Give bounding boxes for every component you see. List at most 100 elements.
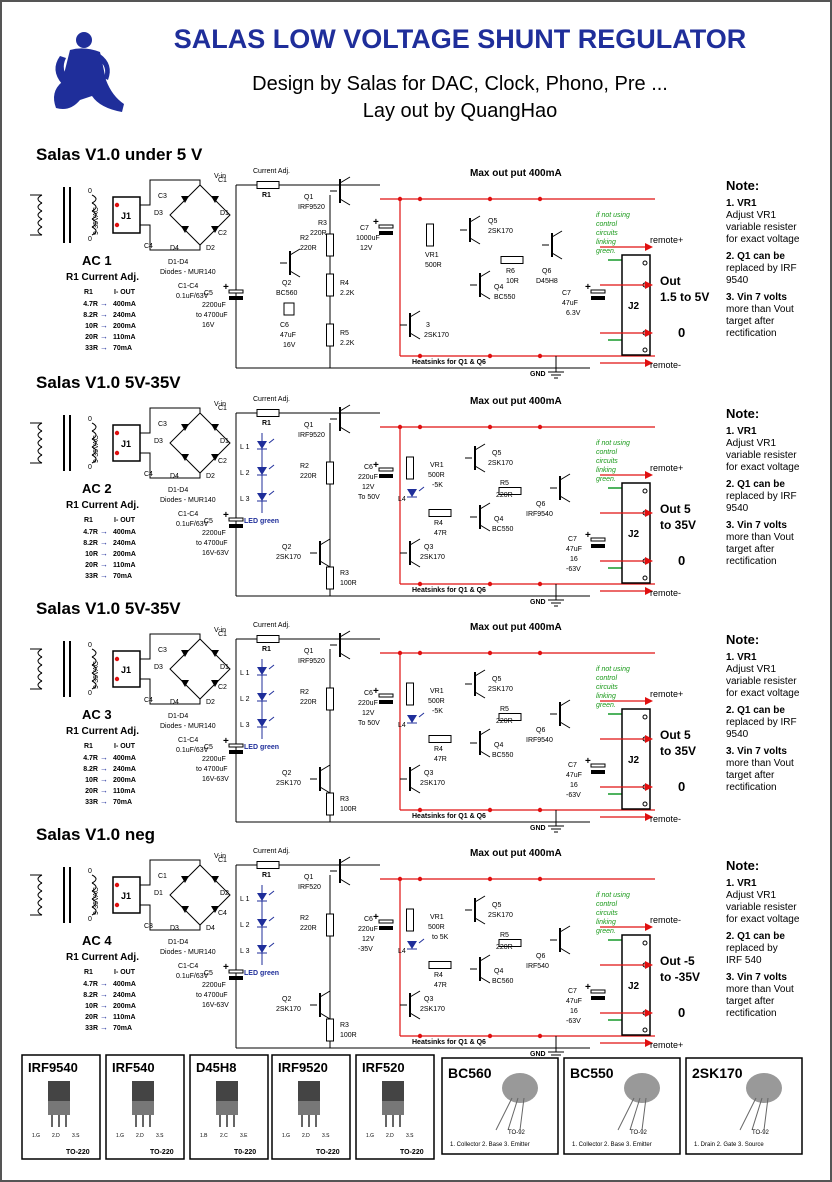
- transformer-coil: [91, 454, 97, 464]
- arrow-icon: →: [100, 310, 108, 319]
- transistor-lead: [339, 856, 351, 864]
- capacitor-plate: [590, 289, 606, 294]
- transistor-lead: [319, 990, 331, 998]
- current-table-iout: 200mA: [113, 1003, 136, 1010]
- current-table-iout: 200mA: [113, 551, 136, 558]
- bjt-q4-icon: [470, 728, 491, 758]
- junction-dot: [487, 1033, 493, 1039]
- resistor-r5: [326, 323, 334, 347]
- transformer-coil: [91, 430, 97, 440]
- note-line: for exact voltage: [726, 462, 800, 473]
- junction-dot: [537, 581, 543, 587]
- capacitor-plate: [591, 296, 605, 300]
- diode-icon: [181, 454, 189, 461]
- label: 2SK170: [420, 1006, 445, 1013]
- label: R5: [500, 480, 509, 487]
- jfet-q3-icon: [400, 538, 421, 568]
- current-table-r1: 20R: [85, 1014, 98, 1021]
- junction-dot: [417, 196, 423, 202]
- max-output-label: Max out put 400mA: [470, 168, 562, 179]
- bjt-q6-icon: [542, 230, 563, 260]
- pin-label: 2.D: [386, 1133, 394, 1139]
- note-line: 1. VR1: [726, 198, 757, 209]
- current-table-iout: 110mA: [113, 788, 136, 795]
- resistor-r4: [428, 961, 452, 969]
- transformer-coil: [37, 226, 43, 236]
- transformer-coil: [91, 648, 97, 658]
- connector-j2-label: J2: [628, 981, 640, 992]
- junction-dot: [487, 424, 493, 430]
- label: BC560: [492, 978, 514, 985]
- diode-icon: [211, 454, 219, 461]
- capacitor-plate: [590, 763, 606, 768]
- current-table-iout: 400mA: [113, 301, 136, 308]
- output-range-label: to -35V: [660, 970, 700, 984]
- label: 2200uF: [202, 302, 226, 309]
- polarity-mark: +: [373, 460, 379, 471]
- heatsinks-note: Heatsinks for Q1 & Q6: [412, 359, 486, 366]
- package-label: TO-220: [150, 1149, 174, 1156]
- label: Q1: [304, 874, 313, 881]
- wire: [140, 633, 201, 660]
- current-table-header: I- OUT: [114, 969, 136, 976]
- transistor-lead: [474, 443, 486, 451]
- junction-dot: [397, 196, 403, 202]
- label: IRF9540: [526, 511, 553, 518]
- label: 12V: [360, 245, 373, 252]
- label: 2SK170: [420, 554, 445, 561]
- note-line: rectification: [726, 556, 777, 567]
- label: 16V: [202, 322, 215, 329]
- transformer-coil: [37, 454, 43, 464]
- current-table-header: I- OUT: [114, 743, 136, 750]
- current-adj-label: Current Adj.: [253, 396, 290, 403]
- polarity-mark: +: [585, 530, 591, 541]
- transistor-lead: [469, 215, 481, 223]
- tap-label: 0: [88, 642, 92, 649]
- note-line: variable resister: [726, 902, 797, 913]
- resistor-r2: [326, 687, 334, 711]
- transformer-vac: 9-35VAC: [93, 207, 100, 235]
- capacitor-c6: +: [373, 686, 394, 704]
- note-line: target after: [726, 770, 775, 781]
- label: 2SK170: [276, 1006, 301, 1013]
- junction-dot: [487, 196, 493, 202]
- label: -5K: [432, 708, 443, 715]
- transistor-lead: [474, 917, 486, 925]
- junction-dot: [417, 1033, 423, 1039]
- remote-plus-label: remote+: [650, 463, 683, 473]
- label: D3: [154, 664, 163, 671]
- label: R4: [434, 972, 443, 979]
- vin-label: V-in: [214, 627, 226, 634]
- to220-tab: [216, 1081, 238, 1103]
- to220-tab: [382, 1081, 404, 1103]
- arrow-icon: [645, 243, 653, 251]
- note-line: 3. Vin 7 volts: [726, 292, 787, 303]
- jfet-q5-icon: [465, 895, 486, 925]
- junction-dot: [417, 876, 423, 882]
- label: 0.1uF/63V: [176, 293, 209, 300]
- connector-j2-label: J2: [628, 755, 640, 766]
- label: Q4: [494, 968, 503, 975]
- to92-lead: [763, 1097, 769, 1131]
- current-table-r1: 4.7R: [83, 755, 98, 762]
- bjt-q2-icon: [280, 248, 301, 278]
- label: 16: [570, 1008, 578, 1015]
- label: C4: [144, 697, 153, 704]
- transistor-lead: [339, 426, 351, 434]
- transformer-coil: [37, 430, 43, 440]
- label: D2: [206, 699, 215, 706]
- label: C1: [218, 857, 227, 864]
- heatsinks-note: Heatsinks for Q1 & Q6: [412, 1039, 486, 1046]
- note-line: IRF 540: [726, 955, 762, 966]
- arrow-icon: →: [100, 775, 108, 784]
- note-line: 9540: [726, 503, 749, 514]
- current-table-iout: 110mA: [113, 334, 136, 341]
- pin-label: 1.G: [32, 1133, 40, 1139]
- arrow-icon: [645, 329, 653, 337]
- resistor-r5: [498, 939, 522, 947]
- tap-label: 0: [88, 690, 92, 697]
- note-line: replaced by: [726, 943, 778, 954]
- arrow-icon: →: [100, 979, 108, 988]
- pin-label: 3.S: [322, 1133, 330, 1139]
